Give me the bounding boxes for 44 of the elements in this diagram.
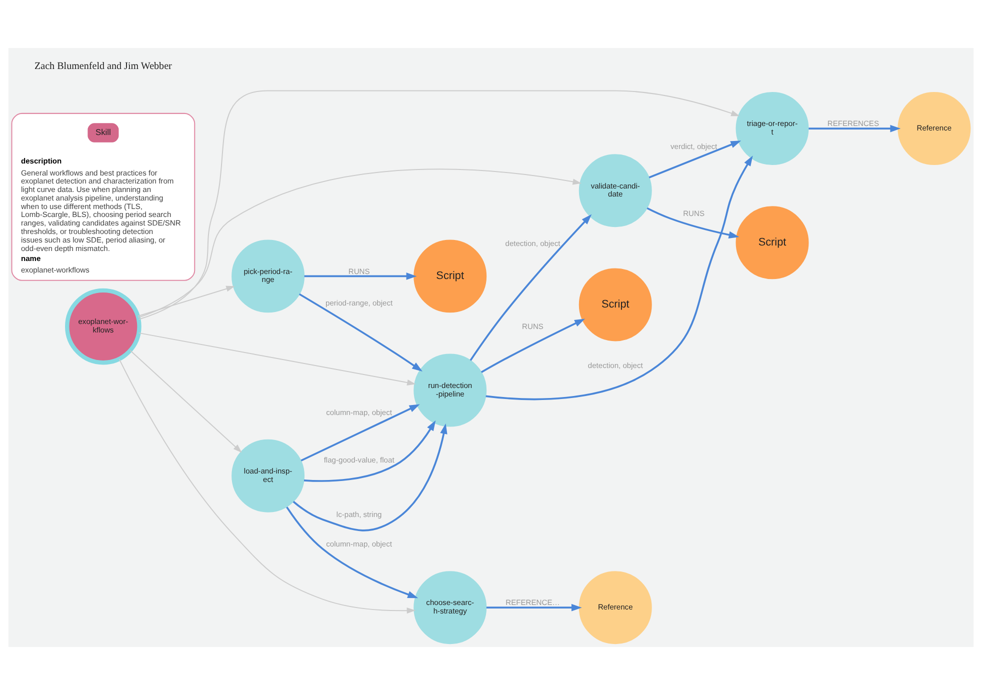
arrow [300, 404, 420, 461]
edge-label: detection, object [505, 238, 560, 248]
node-circle: Script [578, 268, 652, 341]
arrow [130, 350, 242, 452]
edge-label: column-map, object [326, 538, 392, 548]
arrow [646, 206, 740, 238]
node-box: Skill [88, 122, 119, 142]
arrow [470, 214, 592, 360]
edge-label: REFERENCES [827, 118, 880, 128]
node-circle: choose-searc- h-strategy [414, 570, 487, 644]
arrow [304, 420, 436, 482]
edge-label: verdict, object [670, 141, 718, 150]
arrow [286, 506, 418, 598]
arrow [292, 422, 448, 531]
arrow [480, 318, 586, 373]
arrow [304, 272, 417, 280]
node-circle: validate-candi- date [578, 154, 652, 227]
edge-label: column-map, object [326, 407, 392, 416]
edge-label: REFERENCE… [506, 598, 560, 607]
arrow [138, 285, 235, 316]
arrow [648, 140, 742, 178]
edge-label: flag-good-value, float [324, 455, 394, 464]
edge-label: RUNS [348, 266, 370, 276]
arrow [118, 358, 416, 614]
node-circle: Reference [898, 92, 971, 165]
arrow [298, 292, 422, 371]
node-circle: Script [736, 206, 809, 279]
arrow [138, 332, 416, 386]
edge-label: lc-path, string [336, 510, 382, 519]
label: Zach Blumenfeld and Jim Webber [34, 60, 172, 72]
arrow [486, 603, 582, 611]
edge-label: detection, object [588, 360, 643, 370]
arrow [138, 168, 582, 318]
edge-label: period-range, object [326, 298, 393, 308]
arrow [486, 155, 753, 400]
node-circle: Reference [578, 570, 652, 644]
node-circle: run-detection -pipeline [414, 353, 487, 426]
node-circle: pick-period-ra- nge [232, 239, 305, 312]
edge-label: RUNS [522, 322, 544, 331]
edge-label: RUNS [683, 208, 705, 218]
arrow [808, 124, 901, 132]
node-circle: Script [414, 239, 487, 312]
node-circle: exoplanet-wor- kflows [65, 288, 142, 364]
arrow [138, 90, 740, 320]
